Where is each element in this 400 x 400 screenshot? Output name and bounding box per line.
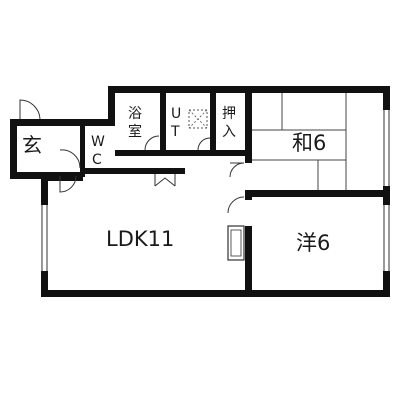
ut-label-line2: T (170, 124, 180, 140)
closet-label-line1: 押 (222, 106, 236, 122)
wc-label-line2: C (92, 152, 102, 168)
closet-label-line2: 入 (222, 124, 236, 140)
yoshitsu-label: 洋6 (296, 231, 330, 255)
washing-machine-icon (188, 109, 208, 129)
window-east-washitsu (382, 110, 391, 186)
door-swings (19, 99, 245, 214)
ldk-label: LDK11 (106, 227, 174, 251)
bath-label-line2: 室 (128, 123, 142, 140)
ut-label-line1: U (171, 106, 181, 122)
washitsu-label: 和6 (292, 131, 326, 155)
genkan-label: 玄 (22, 133, 42, 157)
bath-label-line1: 浴 (128, 106, 142, 122)
interior-walls (48, 93, 385, 297)
fridge-icon (227, 225, 245, 261)
wc-label-line1: W (91, 134, 105, 150)
window-west-ldk (40, 205, 49, 271)
tatami-lines (252, 93, 347, 190)
window-east-yoshitsu (382, 205, 391, 271)
